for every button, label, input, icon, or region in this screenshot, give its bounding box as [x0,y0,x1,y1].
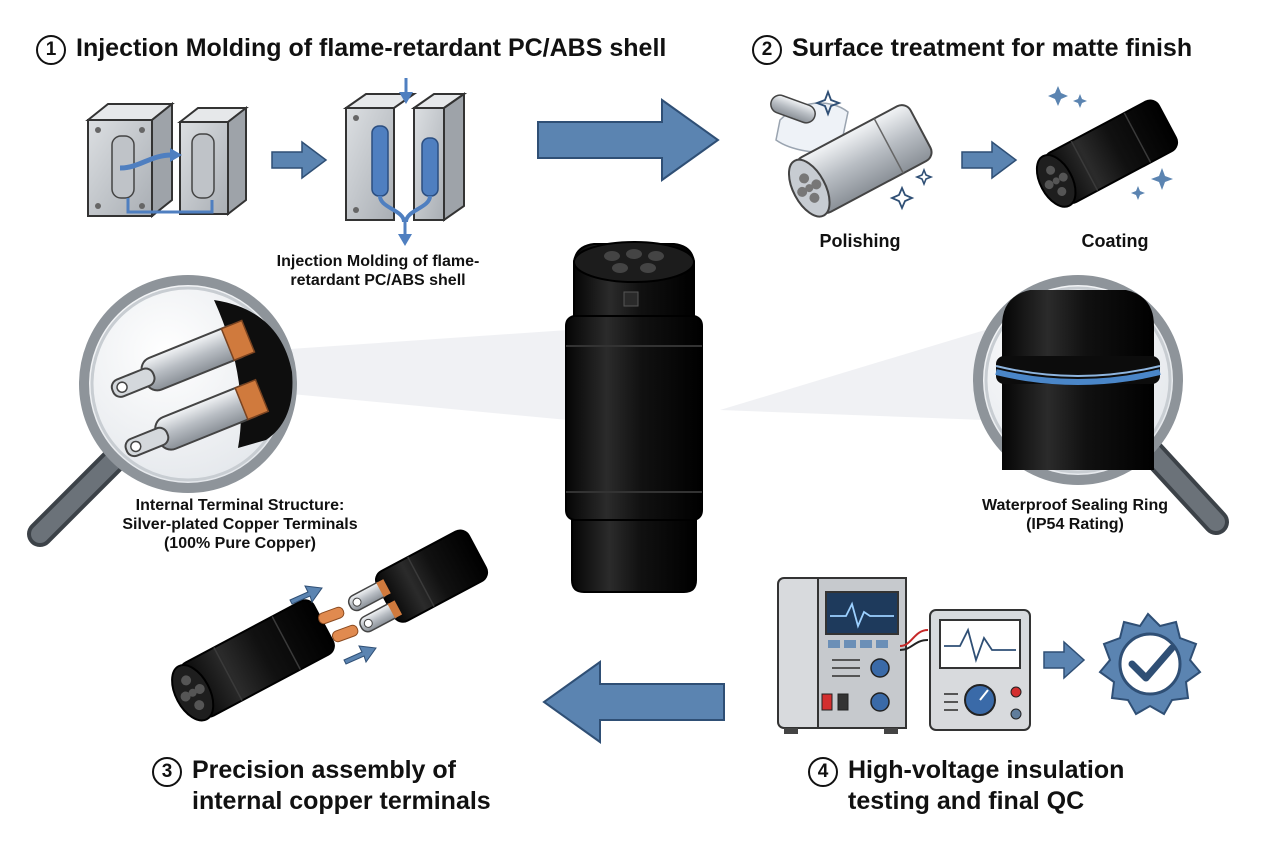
small-arrow-1 [271,140,328,180]
step1-title: 1 Injection Molding of flame-retardant PC… [36,34,666,65]
big-arrow-left [542,660,725,744]
zoom-beam-right [720,330,985,420]
terminal-caption-line1: Internal Terminal Structure: [135,497,345,514]
step3-title-line2: internal copper terminals [192,787,491,815]
center-connector [270,241,985,593]
mold-caption-line1: Injection Molding of flame- [276,253,480,270]
step3-number: 3 [152,757,182,787]
tester-icon [777,577,929,734]
small-arrow-3 [1043,640,1086,680]
zoom-beam-left [270,330,568,420]
step1-title-text: Injection Molding of flame-retardant PC/… [76,34,667,62]
coating-label: Coating [1081,231,1149,251]
check-badge-icon [1098,612,1202,716]
coated-connector-icon [1035,86,1179,208]
step3-title-line1: Precision assembly of [192,756,457,784]
terminal-caption-line2: Silver-plated Copper Terminals [122,516,358,533]
polishing-label: Polishing [819,231,901,251]
mold-closed-icon [342,78,468,246]
small-arrow-2 [961,140,1018,180]
assembly-icon [171,529,489,722]
seal-caption-line1: Waterproof Sealing Ring [981,497,1169,514]
step3-title: 3 Precision assembly of internal copper t… [152,756,491,816]
magnifier-terminal-icon [27,275,297,547]
big-arrow-right [537,98,720,182]
polishing-icon [770,89,934,218]
step4-title-line1: High-voltage insulation [848,756,1125,784]
mold-caption-line2: retardant PC/ABS shell [290,272,466,289]
terminal-caption-line3: (100% Pure Copper) [163,535,317,552]
step2-title-text: Surface treatment for matte finish [792,34,1193,62]
mold-caption: Injection Molding of flame- retardant PC… [248,252,508,290]
terminal-caption: Internal Terminal Structure: Silver-plat… [90,496,390,553]
step4-title-line2: testing and final QC [848,787,1085,815]
seal-caption-line2: (IP54 Rating) [1026,516,1124,533]
step2-title: 2 Surface treatment for matte finish [752,34,1192,65]
step2-number: 2 [752,35,782,65]
mold-open-icon [85,101,249,219]
step4-title: 4 High-voltage insulation testing and fin… [808,756,1124,816]
magnifier-seal-icon [973,275,1229,535]
step4-number: 4 [808,757,838,787]
step1-number: 1 [36,35,66,65]
seal-caption: Waterproof Sealing Ring (IP54 Rating) [955,496,1195,534]
oscilloscope-icon [929,609,1031,731]
